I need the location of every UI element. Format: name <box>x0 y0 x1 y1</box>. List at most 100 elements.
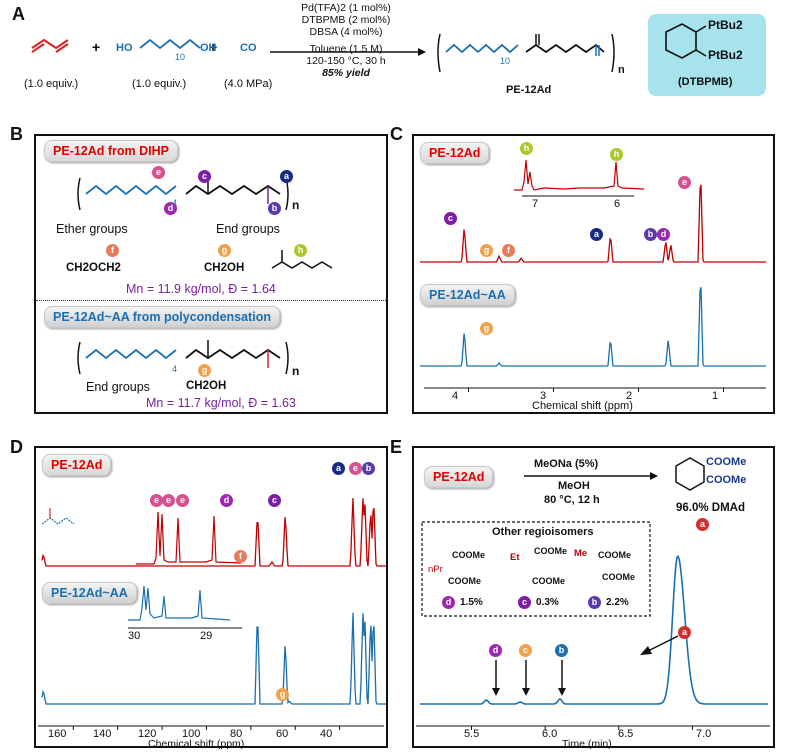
d-inset-e3: e <box>176 494 189 507</box>
panel-e: PE-12Ad MeONa (5%) MeOH 80 °C, 12 h COOM… <box>412 446 775 750</box>
panel-e-scheme <box>416 457 770 730</box>
e-reagent: MeONa (5%) <box>534 458 599 470</box>
d-peak-f: f <box>234 550 247 563</box>
mn-pe12ad-aa: Mn = 11.7 kg/mol, Đ = 1.63 <box>146 396 296 410</box>
nmr-1h-chart <box>420 159 766 392</box>
label-c-circle: c <box>198 170 211 183</box>
end-formula-2: CH2OH <box>186 380 227 392</box>
iso-b-sub: Me <box>574 548 588 559</box>
d-tick-160: 160 <box>48 728 67 740</box>
condition-acid: DBSA (4 mol%) <box>309 26 383 38</box>
tag-c-pe12ad: PE-12Ad <box>420 142 490 164</box>
c-peak-g: g <box>480 244 493 257</box>
d-peak-e: e <box>349 462 362 475</box>
e-tick-7.0: 7.0 <box>696 728 712 740</box>
d-inset-tick-30: 30 <box>128 630 141 642</box>
end-groups-label-2: End groups <box>86 380 150 394</box>
d-tick-100: 100 <box>182 728 201 740</box>
tag-c-pe12ad-aa: PE-12Ad~AA <box>420 284 515 306</box>
iso-d-coome2: COOMe <box>448 576 482 586</box>
iso-c-circle: c <box>518 596 531 609</box>
diol-structure <box>139 38 201 50</box>
label-g-circle: g <box>218 244 231 257</box>
iso-b-circle: b <box>588 596 601 609</box>
nmr-13c-red-inset <box>136 511 242 565</box>
d-inset-d: d <box>220 494 233 507</box>
svg-text:+: + <box>92 39 100 55</box>
d-tick-80: 80 <box>230 728 243 740</box>
tag-e-pe12ad: PE-12Ad <box>424 466 494 488</box>
conditions-block: Pd(TFA)2 (1 mol%) DTBPMB (2 mol%) DBSA (… <box>276 2 416 79</box>
c-inset-h1: h <box>520 142 533 155</box>
polymer-b1-structure <box>77 176 289 211</box>
nmr-1h-red-spectrum <box>420 184 766 263</box>
iso-b-coome2: COOMe <box>602 572 636 582</box>
d-tick-60: 60 <box>276 728 289 740</box>
e-xlabel: Time (min) <box>562 738 612 750</box>
gc-axis-ticks <box>471 726 693 730</box>
panel-c-letter: C <box>390 124 403 144</box>
label-h-circle: h <box>294 244 307 257</box>
iso-d-percent: 1.5% <box>460 597 483 608</box>
e-conditions: 80 °C, 12 h <box>544 494 600 506</box>
d-peak-a: a <box>332 462 345 475</box>
e-product-a: a <box>696 518 709 531</box>
condition-ligand: DTBPMB (2 mol%) <box>301 14 391 26</box>
c-xlabel: Chemical shift (ppm) <box>532 400 633 412</box>
panel-c: PE-12Ad PE-12Ad~AA h h 7 6 c g f a b d e… <box>412 134 775 414</box>
c-peak-b: b <box>644 228 657 241</box>
e-coome-top: COOMe <box>706 456 747 468</box>
reagent-equiv-1: (1.0 equiv.) <box>24 78 79 90</box>
ligand-structure <box>665 23 707 59</box>
ligand-p2: PtBu2 <box>708 48 743 62</box>
c-peak-c: c <box>444 212 457 225</box>
polymer-n: n <box>292 198 300 212</box>
d-peak-c: c <box>268 494 281 507</box>
nmr-13c-red-spectrum <box>41 497 386 567</box>
svg-text:+: + <box>209 39 217 55</box>
c-tick-2: 2 <box>626 390 633 402</box>
iso-c-percent: 0.3% <box>536 597 559 608</box>
diol-subscript: 10 <box>175 52 186 62</box>
condition-temp: 120-150 °C, 30 h <box>306 55 386 67</box>
e-product-yield: 96.0% DMAd <box>676 502 746 514</box>
nmr-13c-blue-spectrum <box>41 612 386 705</box>
d-peak-b: b <box>362 462 375 475</box>
c-tick-1: 1 <box>712 390 719 402</box>
panel-d: PE-12Ad PE-12Ad~AA e e e d c f a e b g 3… <box>34 446 388 750</box>
condition-solvent: Toluene (1.5 M) <box>309 43 383 55</box>
c-tick-4: 4 <box>452 390 459 402</box>
nmr-13c-blue-trace <box>41 612 386 705</box>
c-peak-d: d <box>657 228 670 241</box>
tag-pe12ad-dihp: PE-12Ad from DIHP <box>44 140 178 162</box>
ligand-name: (DTBPMB) <box>678 76 733 88</box>
e-coome-bottom: COOMe <box>706 474 747 486</box>
product-subscript: 10 <box>500 56 511 66</box>
c-peak-f: f <box>502 244 515 257</box>
iso-c-coome2: COOMe <box>532 576 566 586</box>
nmr-1h-axis-ticks <box>468 388 724 392</box>
iso-c-sub: Et <box>510 552 520 563</box>
subscript-4: 4 <box>172 198 178 208</box>
label-f-circle: f <box>106 244 119 257</box>
ligand-p1: PtBu2 <box>708 18 743 32</box>
c-tick-3: 3 <box>540 390 547 402</box>
c-inset-tick-7: 7 <box>532 198 539 210</box>
e-tick-6.0: 6.0 <box>542 728 558 740</box>
panel-d-letter: D <box>10 437 23 457</box>
gc-peak-b-label: b <box>555 644 568 657</box>
label-e-circle: e <box>152 166 165 179</box>
nmr-13c-blue-inset <box>128 585 231 621</box>
panel-a-letter: A <box>12 4 25 24</box>
yield-label: 85% yield <box>322 67 370 79</box>
iso-d-sub: nPr <box>428 564 443 575</box>
nmr-13c-chart <box>38 497 386 730</box>
gc-trace <box>420 554 768 705</box>
iso-b-percent: 2.2% <box>606 597 629 608</box>
d-xlabel: Chemical shift (ppm) <box>148 738 245 750</box>
polymer-b2-structure <box>77 340 289 375</box>
d-tick-40: 40 <box>320 728 333 740</box>
c-inset-tick-6: 6 <box>614 198 621 210</box>
tag-d-pe12ad-aa: PE-12Ad~AA <box>42 582 137 604</box>
iso-b-coome1: COOMe <box>598 550 632 560</box>
